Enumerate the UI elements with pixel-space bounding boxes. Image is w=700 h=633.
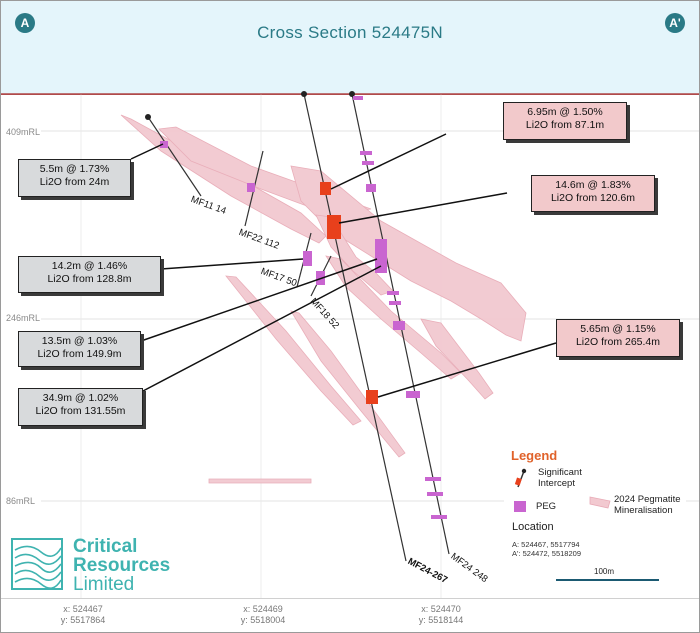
callout-grade: 6.95m @ 1.50% <box>527 106 603 118</box>
sky-band <box>1 1 699 95</box>
mineralisation-zones <box>120 114 527 484</box>
legend-peg-label: PEG <box>536 501 557 512</box>
peg-interval <box>362 161 374 165</box>
legend-title: Legend <box>511 448 558 463</box>
coordinate-label: x: 524469 y: 5518004 <box>223 604 303 626</box>
mineralisation-swatch-icon <box>589 496 611 509</box>
callout-connector <box>140 258 378 342</box>
callout-mf17-50: 14.2m @ 1.46% Li2O from 128.8m <box>18 256 161 293</box>
callout-mf24-267-upper: 6.95m @ 1.50% Li2O from 87.1m <box>503 102 627 140</box>
coordinate-label: x: 524467 y: 5517864 <box>43 604 123 626</box>
callout-depth: Li2O from 128.8m <box>47 273 132 285</box>
peg-interval <box>375 239 387 273</box>
logo-line-3: Limited <box>73 574 135 595</box>
drill-trace-mf11-14 <box>147 116 202 197</box>
coordinate-x: x: 524467 <box>63 604 103 614</box>
callout-connector <box>142 265 382 392</box>
peg-interval <box>427 492 443 496</box>
callout-grade: 5.5m @ 1.73% <box>39 163 110 175</box>
company-logo: Critical Resources Limited <box>11 537 191 594</box>
callout-connector <box>377 342 557 398</box>
callout-connector <box>130 143 164 160</box>
rl-label-246: 246mRL <box>6 313 41 323</box>
peg-interval <box>360 151 372 155</box>
intercept <box>327 215 341 239</box>
peg-interval <box>389 301 401 305</box>
logo-wordmark: Critical Resources Limited <box>73 537 170 594</box>
coordinate-x: x: 524469 <box>243 604 283 614</box>
scale-bar-label: 100m <box>594 567 615 576</box>
rl-label-409: 409mRL <box>6 127 41 137</box>
callout-connector <box>160 258 304 270</box>
rl-label-86: 86mRL <box>6 496 36 506</box>
coordinate-y: y: 5517864 <box>60 615 106 625</box>
callout-grade: 13.5m @ 1.03% <box>41 335 118 347</box>
logo-line-2: Resources <box>73 555 171 576</box>
drill-trace-mf24-267 <box>303 93 407 562</box>
callout-mf24-267-lower: 14.6m @ 1.83% Li2O from 120.6m <box>531 175 655 212</box>
peg-interval <box>247 183 255 192</box>
corner-a-badge: A <box>15 13 35 33</box>
peg-interval <box>353 96 363 100</box>
callout-grade: 14.6m @ 1.83% <box>555 179 631 191</box>
legend-mineralisation-label: 2024 Pegmatite Mineralisation <box>614 494 681 516</box>
legend-significant-label: Significant Intercept <box>538 467 582 489</box>
callout-mf24-248-lower: 5.65m @ 1.15% Li2O from 265.4m <box>556 319 680 357</box>
callout-depth: Li2O from 120.6m <box>550 192 636 204</box>
peg-swatch-icon <box>514 501 526 512</box>
peg-interval <box>303 251 312 266</box>
mineralisation-zone <box>225 275 362 426</box>
mineralisation-zone <box>290 310 406 458</box>
peg-interval <box>387 291 399 295</box>
peg-interval <box>406 391 420 398</box>
section-title: Cross Section 524475N <box>257 23 443 42</box>
legend-location-a-prime: A': 524472, 5518209 <box>512 549 581 558</box>
callout-grade: 34.9m @ 1.02% <box>42 392 119 404</box>
peg-interval <box>425 477 441 481</box>
collar-mf24-267 <box>301 91 307 97</box>
logo-line-1: Critical <box>73 536 138 557</box>
callout-depth: Li2O from 149.9m <box>37 348 122 360</box>
legend-location-title: Location <box>512 521 554 533</box>
intercept <box>320 182 331 195</box>
collar-mf11-14 <box>145 114 151 120</box>
mineralisation-zone <box>208 478 312 484</box>
corner-a-prime-badge: A' <box>665 13 685 33</box>
coordinate-y: y: 5518004 <box>240 615 286 625</box>
legend-location-a: A: 524467, 5517794 <box>512 540 580 549</box>
peg-interval <box>160 141 168 148</box>
logo-mark-icon <box>11 538 63 590</box>
collar-mf24-248 <box>349 91 355 97</box>
callout-depth: Li2O from 24m <box>39 176 110 188</box>
callout-mf24-248-upper: 34.9m @ 1.02% Li2O from 131.55m <box>18 388 143 426</box>
callout-connectors <box>130 133 557 398</box>
coordinate-y: y: 5518144 <box>418 615 464 625</box>
significant-intercept-icon <box>514 468 527 488</box>
callout-connector <box>330 133 447 190</box>
callout-connector <box>338 192 508 224</box>
scale-bar <box>556 579 659 581</box>
callout-depth: Li2O from 131.55m <box>35 405 126 417</box>
significant-intercepts <box>320 182 378 404</box>
callout-grade: 14.2m @ 1.46% <box>51 260 128 272</box>
peg-interval <box>393 321 405 330</box>
callout-grade: 5.65m @ 1.15% <box>580 323 656 335</box>
coordinate-x: x: 524470 <box>421 604 461 614</box>
peg-interval <box>431 515 447 519</box>
callout-mf18-52: 13.5m @ 1.03% Li2O from 149.9m <box>18 331 141 367</box>
mineralisation-zone <box>325 255 462 380</box>
callout-mf11-14: 5.5m @ 1.73% Li2O from 24m <box>18 159 131 197</box>
callout-depth: Li2O from 87.1m <box>525 119 605 131</box>
mineralisation-zone <box>420 318 494 400</box>
legend-panel: Legend Significant Intercept PEG 2024 Pe… <box>504 442 686 589</box>
coordinate-label: x: 524470 y: 5518144 <box>401 604 481 626</box>
callout-depth: Li2O from 265.4m <box>575 336 661 348</box>
peg-interval <box>366 184 376 192</box>
intercept <box>366 390 378 404</box>
coordinate-strip: x: 524467 y: 5517864 x: 524469 y: 551800… <box>1 598 699 632</box>
